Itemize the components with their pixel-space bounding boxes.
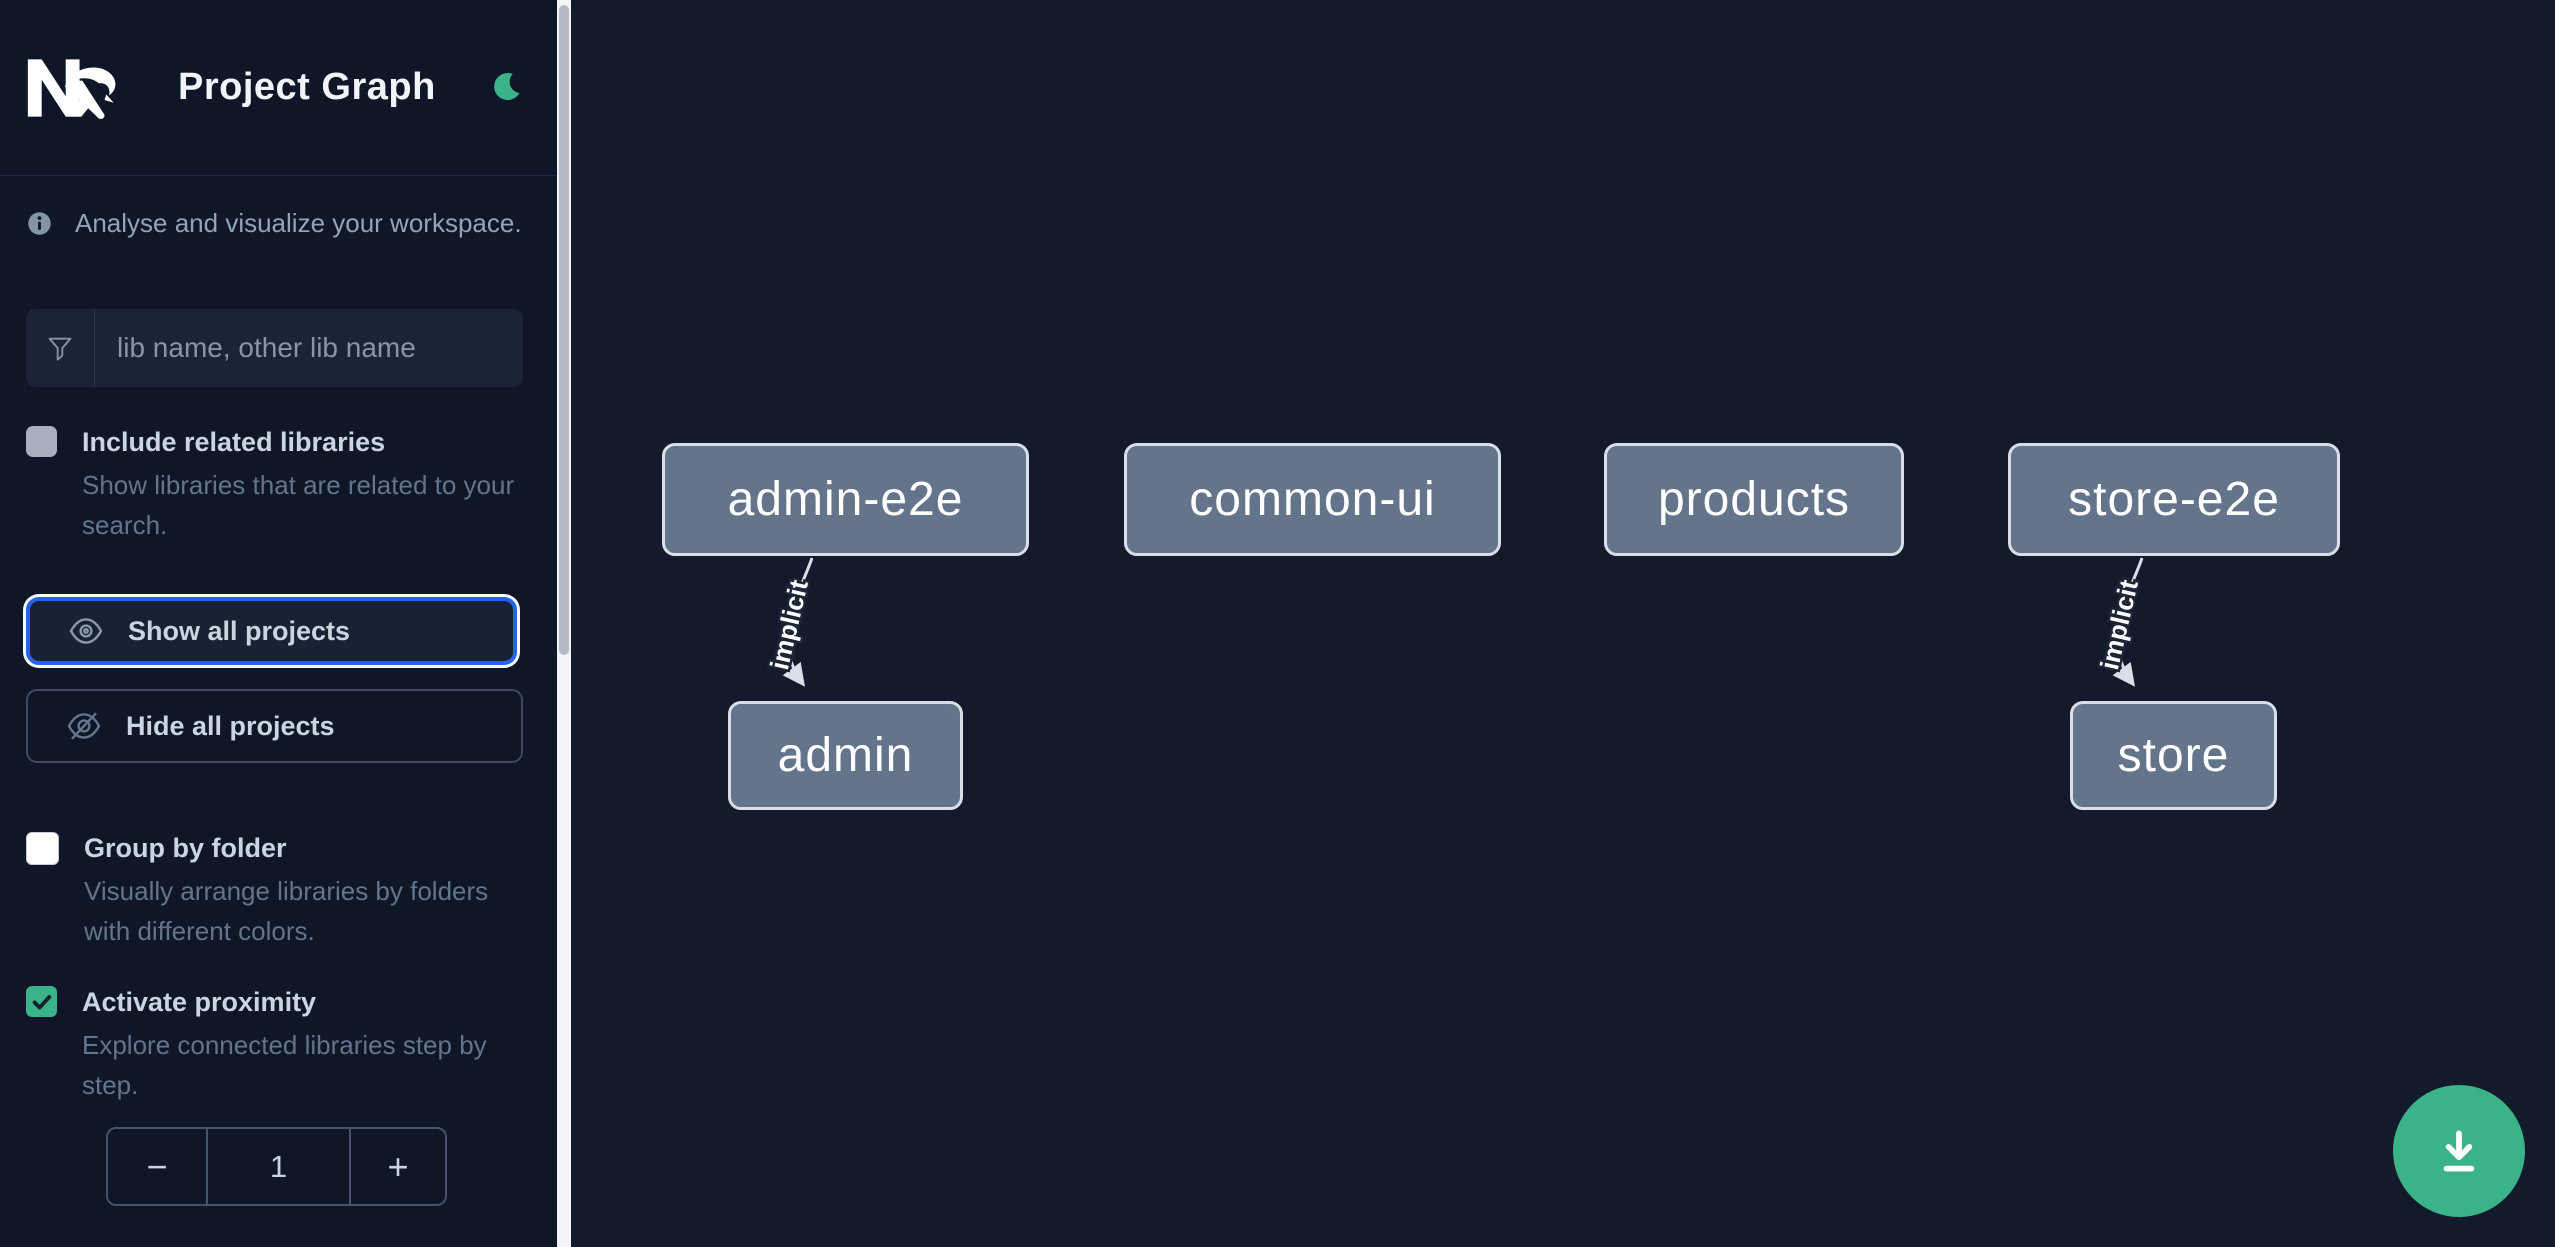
- intro-text: Analyse and visualize your workspace.: [75, 208, 522, 238]
- stepper-decrement-button[interactable]: −: [108, 1129, 208, 1204]
- project-node-products[interactable]: products: [1604, 443, 1904, 556]
- edge-admin-e2e-admin: [782, 557, 814, 687]
- theme-toggle-button[interactable]: [488, 68, 528, 108]
- download-icon: [2443, 1130, 2475, 1172]
- node-label: store-e2e: [2068, 473, 2280, 526]
- activate-proximity-description: Explore connected libraries step by step…: [82, 1030, 487, 1100]
- project-node-store[interactable]: store: [2070, 701, 2277, 810]
- node-label: admin-e2e: [727, 473, 964, 526]
- project-node-common-ui[interactable]: common-ui: [1124, 443, 1501, 556]
- search-input[interactable]: [95, 309, 523, 387]
- eye-icon: [68, 613, 104, 649]
- group-by-folder-option: Group by folder Visually arrange librari…: [0, 829, 557, 951]
- eye-off-icon: [66, 708, 102, 744]
- filter-iconcell: [26, 309, 95, 387]
- moon-icon: [493, 72, 520, 100]
- page-title: Project Graph: [178, 66, 436, 108]
- edge-label-implicit: implicit: [2094, 577, 2144, 673]
- sidebar-scrollbar-thumb[interactable]: [559, 5, 569, 655]
- proximity-stepper: − 1 +: [106, 1127, 447, 1206]
- hide-all-projects-label: Hide all projects: [126, 710, 335, 741]
- search-box: [26, 309, 523, 387]
- sidebar-scrollbar-track: [557, 0, 571, 1247]
- check-icon: [32, 994, 51, 1009]
- info-icon: [28, 212, 51, 235]
- activate-proximity-option: Activate proximity Explore connected lib…: [0, 983, 557, 1105]
- node-label: store: [2117, 729, 2230, 782]
- project-node-admin[interactable]: admin: [728, 701, 963, 810]
- edge-store-e2e-store: [2112, 557, 2144, 687]
- group-by-folder-label: Group by folder: [84, 833, 287, 863]
- include-related-description: Show libraries that are related to your …: [82, 470, 515, 540]
- sidebar: Project Graph Analyse and visualize your…: [0, 0, 557, 1247]
- project-node-admin-e2e[interactable]: admin-e2e: [662, 443, 1029, 556]
- include-related-option: Include related libraries Show libraries…: [0, 423, 557, 545]
- node-label: common-ui: [1189, 473, 1436, 526]
- project-node-store-e2e[interactable]: store-e2e: [2008, 443, 2340, 556]
- graph-canvas[interactable]: implicit implicit admin-e2e common-ui pr…: [571, 0, 2555, 1247]
- group-by-folder-description: Visually arrange libraries by folders wi…: [84, 876, 489, 946]
- group-by-folder-checkbox[interactable]: [26, 832, 59, 865]
- show-all-projects-button[interactable]: Show all projects: [26, 597, 517, 665]
- show-all-projects-label: Show all projects: [128, 615, 351, 646]
- graph-edges: implicit implicit: [762, 557, 2146, 687]
- node-label: products: [1657, 473, 1851, 526]
- nx-logo-icon: [27, 58, 116, 119]
- activate-proximity-checkbox[interactable]: [26, 986, 57, 1017]
- include-related-checkbox[interactable]: [26, 426, 57, 457]
- funnel-icon: [48, 337, 72, 361]
- hide-all-projects-button[interactable]: Hide all projects: [26, 689, 523, 763]
- download-graph-button[interactable]: [2393, 1085, 2525, 1217]
- edge-label-implicit: implicit: [764, 577, 814, 673]
- stepper-value: 1: [269, 1148, 288, 1184]
- include-related-label: Include related libraries: [82, 427, 386, 457]
- sidebar-header: Project Graph: [0, 0, 557, 176]
- stepper-increment-button[interactable]: +: [349, 1129, 445, 1204]
- node-label: admin: [777, 729, 914, 782]
- activate-proximity-label: Activate proximity: [82, 987, 317, 1017]
- intro-row: Analyse and visualize your workspace.: [26, 208, 531, 239]
